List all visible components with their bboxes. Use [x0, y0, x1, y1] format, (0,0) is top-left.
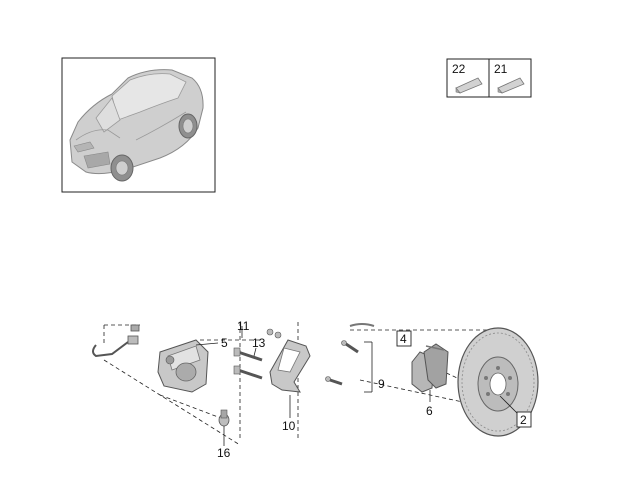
callout-4: 4: [400, 332, 407, 346]
legend-number-21: 21: [494, 62, 508, 76]
brake-pads: [411, 343, 449, 393]
callout-labels: 5 13 11 10 9 6 4 2 16: [217, 319, 532, 460]
legend-box-21: 21: [488, 58, 532, 98]
legend-box-22: 22: [446, 58, 490, 98]
caliper-bracket: [269, 339, 311, 393]
brake-caliper: [157, 339, 209, 393]
vehicle-overview-panel: [61, 57, 216, 193]
callout-9: 9: [378, 377, 385, 391]
legend-number-22: 22: [452, 62, 466, 76]
wear-sensor-cable: [92, 324, 140, 358]
brake-disc: [457, 327, 539, 437]
wedge-part-icon: [497, 77, 525, 94]
car-suv-icon: [69, 69, 204, 182]
callout-2: 2: [520, 413, 527, 427]
callout-6: 6: [426, 404, 433, 418]
bleed-screw: [218, 409, 230, 427]
callout-11: 11: [237, 319, 250, 333]
callout-13: 13: [252, 336, 266, 350]
callout-16: 16: [217, 446, 231, 460]
callout-10: 10: [282, 419, 296, 433]
guide-pins: [325, 323, 375, 386]
callout-5: 5: [221, 336, 228, 350]
wedge-part-icon: [455, 77, 483, 94]
mounting-bolts: [233, 328, 282, 380]
